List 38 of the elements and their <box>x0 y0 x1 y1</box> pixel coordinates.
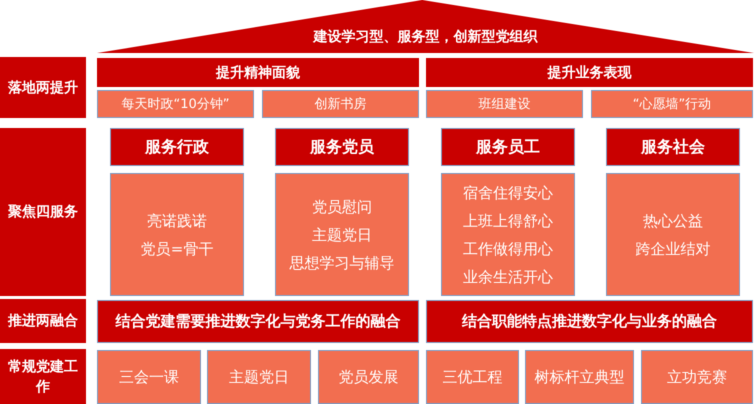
integration-bar: 结合党建需要推进数字化与党务工作的融合 <box>97 300 419 343</box>
row-label-bar: 落地两提升 <box>0 57 86 118</box>
service-item: 主题党日 <box>312 224 372 246</box>
work-item-tile: 党员发展 <box>318 350 419 404</box>
service-heading: 服务员工 <box>441 128 575 166</box>
service-item: 党员=骨干 <box>140 238 214 260</box>
activity-tile: 每天时政“10分钟” <box>97 90 254 118</box>
work-item-tile: 树标杆立典型 <box>525 350 634 404</box>
work-item-tile: 立功竞赛 <box>641 350 753 404</box>
activity-tile: “心愿墙”行动 <box>591 90 753 118</box>
service-panel <box>441 173 575 296</box>
theme-bar: 提升精神面貌 <box>97 58 419 87</box>
service-item: 跨企业结对 <box>636 238 710 260</box>
service-panel <box>606 173 740 296</box>
service-item: 工作做得用心 <box>463 238 553 260</box>
service-item: 宿舍住得安心 <box>463 182 553 204</box>
activity-tile: 创新书房 <box>262 90 419 118</box>
row-label-bar: 聚焦四服务 <box>0 128 86 296</box>
service-heading: 服务社会 <box>606 128 740 166</box>
work-item-tile: 三优工程 <box>426 350 519 404</box>
roof-banner: 建设学习型、服务型，创新型党组织 <box>97 0 754 53</box>
work-item-tile: 三会一课 <box>97 350 201 404</box>
activity-tile: 班组建设 <box>426 90 583 118</box>
service-heading: 服务行政 <box>110 128 244 166</box>
service-item: 思想学习与辅导 <box>290 252 394 274</box>
service-item: 热心公益 <box>643 210 703 232</box>
integration-bar: 结合职能特点推进数字化与业务的融合 <box>426 300 753 343</box>
service-item: 党员慰问 <box>312 196 372 218</box>
service-heading: 服务党员 <box>275 128 409 166</box>
row-label-bar: 常规党建工作 <box>0 349 86 404</box>
service-item: 亮诺践诺 <box>147 210 207 232</box>
service-panel <box>110 173 244 296</box>
service-item: 上班上得舒心 <box>463 210 553 232</box>
theme-bar: 提升业务表现 <box>426 58 753 87</box>
service-panel <box>275 173 409 296</box>
service-item: 业余生活开心 <box>463 266 553 288</box>
work-item-tile: 主题党日 <box>207 350 311 404</box>
row-label-bar: 推进两融合 <box>0 299 86 343</box>
